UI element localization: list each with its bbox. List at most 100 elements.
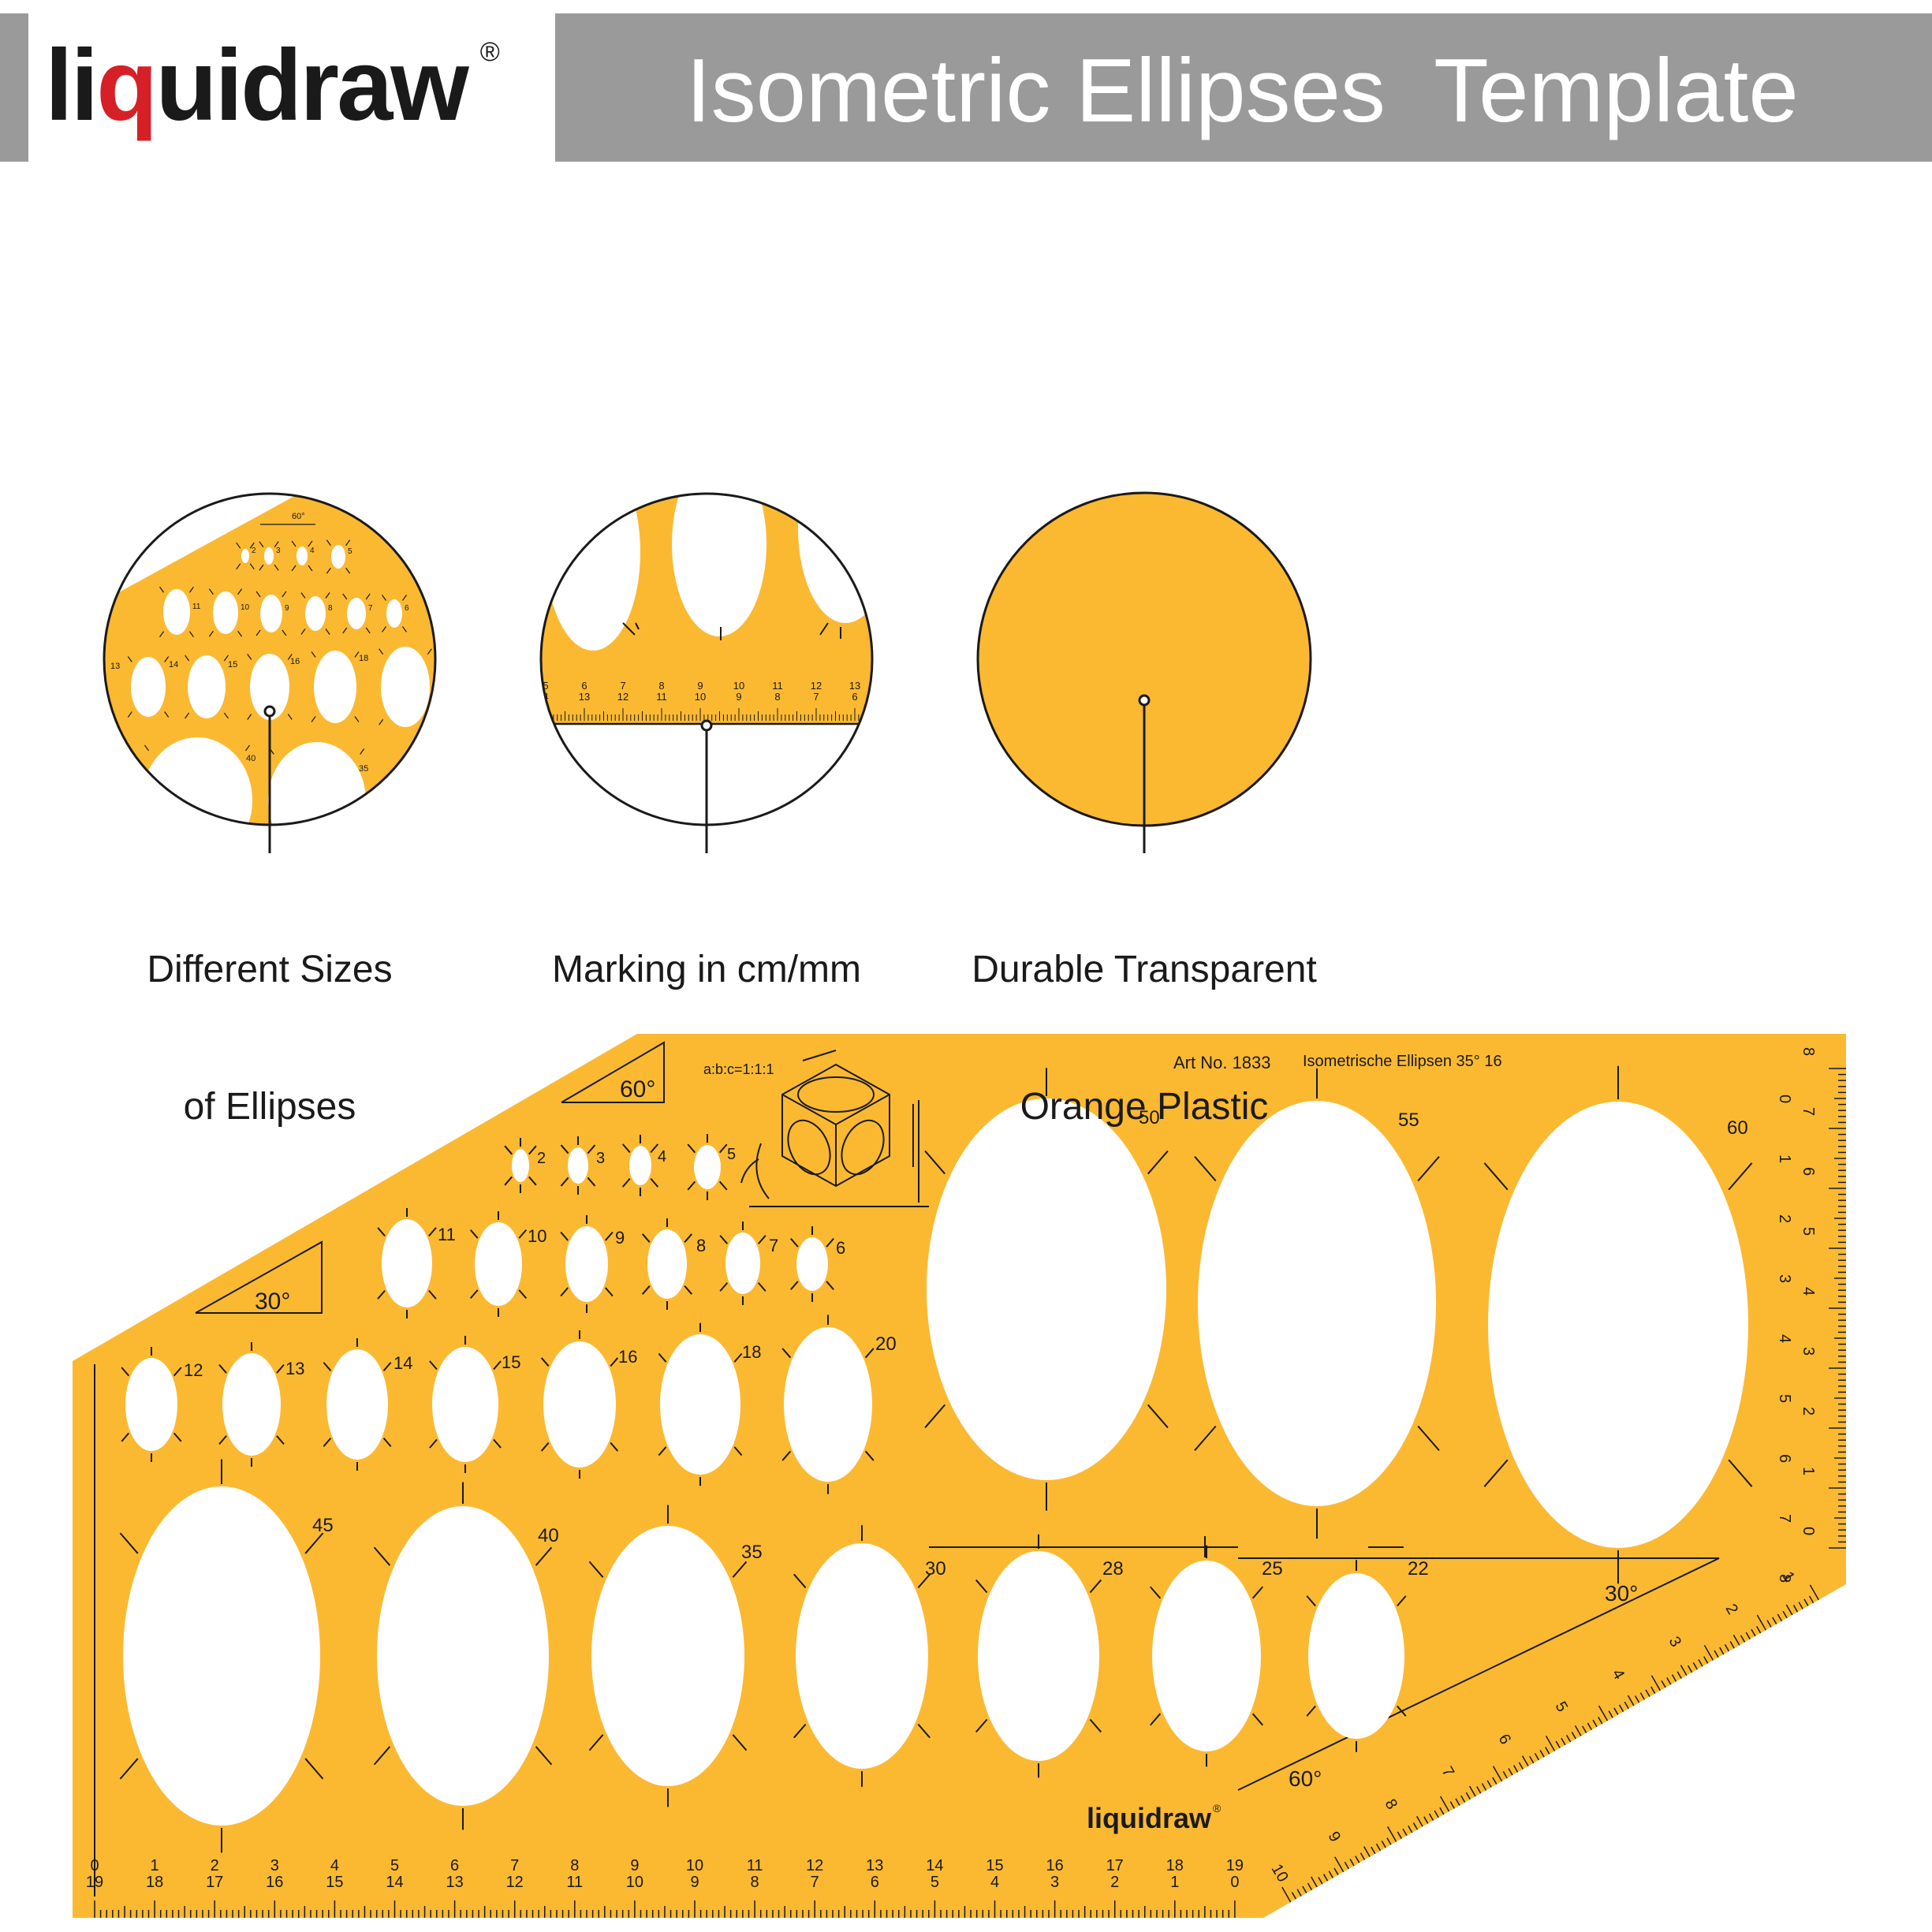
ellipse-size-label: 22 — [1408, 1558, 1429, 1580]
zoom-a-ellipse — [142, 737, 252, 825]
zoom-a-ellipse — [213, 591, 238, 634]
tick-line — [282, 629, 287, 636]
tick-line — [342, 593, 348, 600]
tick-mark — [1587, 1722, 1593, 1731]
tick-mark — [1745, 1632, 1751, 1640]
right-scale-label-a: 0 — [1776, 1095, 1793, 1103]
tick-mark — [1740, 1635, 1746, 1643]
tick-mark — [1650, 1675, 1662, 1691]
zoom-a-ellipse — [347, 598, 366, 629]
tick-mark — [1291, 1892, 1297, 1900]
bottom-scale-label-top: 7 — [510, 1857, 519, 1874]
callout-leaders — [263, 694, 1151, 853]
zoom-a-label: 4 — [310, 546, 315, 555]
tick-mark — [1408, 1825, 1413, 1833]
bottom-scale-label-top: 2 — [211, 1857, 219, 1874]
tick-mark — [1416, 1815, 1423, 1827]
ellipse-hole-50 — [927, 1098, 1166, 1480]
tick-mark — [1334, 1856, 1345, 1873]
tick-line — [719, 1235, 729, 1244]
bottom-scale-label-bottom: 10 — [626, 1874, 643, 1891]
tick-line — [119, 1532, 139, 1554]
tick-mark — [1423, 1816, 1429, 1824]
zoom-b-ellipse — [546, 494, 640, 651]
tick-line — [373, 1746, 391, 1766]
zoom-b-label-bottom: 12 — [617, 691, 628, 703]
zoom-b-label-top: 6 — [581, 680, 587, 692]
right-scale-label-b: 3 — [1800, 1347, 1817, 1356]
tick-line — [246, 850, 250, 856]
bottom-scale-label-top: 5 — [390, 1857, 399, 1874]
tick-line — [732, 1561, 748, 1578]
tick-line — [274, 564, 279, 571]
ellipse-hole-18 — [660, 1334, 740, 1475]
right-scale-label-b: 6 — [1800, 1167, 1817, 1176]
right-scale-label-b: 7 — [1800, 1107, 1817, 1116]
tick-mark — [1476, 1786, 1482, 1794]
tick-line — [185, 655, 190, 662]
ellipse-hole-8 — [647, 1229, 687, 1299]
right-scale-label-b: 4 — [1800, 1287, 1817, 1296]
tick-mark — [1439, 1807, 1445, 1815]
tick-mark — [1766, 1620, 1772, 1628]
angle-triangle-lower — [1237, 1557, 1720, 1791]
tick-line — [621, 1177, 631, 1188]
header-logo-box: liquidraw® — [0, 13, 544, 162]
right-scale-label-a: 5 — [1776, 1394, 1793, 1403]
tick-line — [518, 1229, 528, 1239]
tick-line — [377, 1289, 386, 1300]
feature-marking-line1: Marking in cm/mm — [551, 949, 862, 990]
zoom-b-label-top: 7 — [620, 680, 625, 692]
angle-label-60: 60° — [620, 1076, 655, 1102]
tick-line — [687, 1180, 696, 1191]
tick-line — [733, 1352, 743, 1363]
tick-mark — [1397, 1831, 1402, 1840]
zoom-a-ellipse — [188, 655, 226, 718]
tick-line — [354, 716, 360, 722]
bottom-scale-label-top: 1 — [151, 1857, 159, 1874]
tick-line — [429, 1438, 438, 1449]
tick-line — [650, 1143, 659, 1154]
header-bar: Isometric Ellipses Template — [555, 13, 1932, 162]
tick-line — [427, 718, 432, 725]
tick-mark — [1582, 1725, 1587, 1733]
tick-mark — [1359, 1852, 1366, 1860]
template-brand-mark: liquidraw — [1087, 1802, 1212, 1834]
ellipse-size-label: 8 — [696, 1236, 706, 1255]
ellipse-size-label: 40 — [538, 1525, 559, 1546]
right-scale-label-b: 0 — [1800, 1527, 1817, 1535]
bottom-scale: 0191182173164155146137128119101091181271… — [86, 1857, 1244, 1918]
tick-mark — [1502, 1770, 1508, 1779]
tick-mark — [1508, 1768, 1513, 1776]
tick-line — [365, 627, 371, 634]
right-scale-label-a: 8 — [1776, 1574, 1793, 1583]
tick-line — [236, 563, 241, 570]
tick-line — [650, 1177, 659, 1188]
zoom-a-label: 14 — [169, 660, 178, 669]
tick-line — [790, 1237, 799, 1248]
tick-mark — [1375, 1843, 1382, 1852]
tick-line — [621, 1143, 631, 1154]
zoom-a-ellipse — [331, 545, 345, 569]
tick-mark — [1613, 1707, 1619, 1715]
tick-line — [1728, 1162, 1753, 1191]
zoom-a-label: 6 — [405, 604, 409, 613]
tick-line — [377, 1227, 386, 1237]
tick-line — [291, 565, 297, 572]
bottom-scale-label-bottom: 18 — [146, 1874, 163, 1891]
ellipse-size-label: 6 — [836, 1238, 845, 1258]
zoom-b-label-top: 5 — [543, 680, 548, 692]
tick-mark — [1565, 1734, 1572, 1743]
ellipse-size-label: 30 — [925, 1558, 946, 1580]
tick-line — [121, 1432, 130, 1442]
tick-mark — [1729, 1641, 1735, 1649]
right-scale-label-b: 8 — [1800, 1047, 1817, 1056]
tick-line — [864, 1348, 875, 1359]
bottom-scale-label-top: 12 — [806, 1857, 823, 1874]
zoom-a-label: 18 — [359, 654, 368, 663]
tick-mark — [1296, 1889, 1302, 1897]
zoom-a-label: 11 — [192, 602, 201, 611]
tick-mark — [1381, 1841, 1386, 1848]
brand-logo: liquidraw® — [45, 29, 500, 142]
